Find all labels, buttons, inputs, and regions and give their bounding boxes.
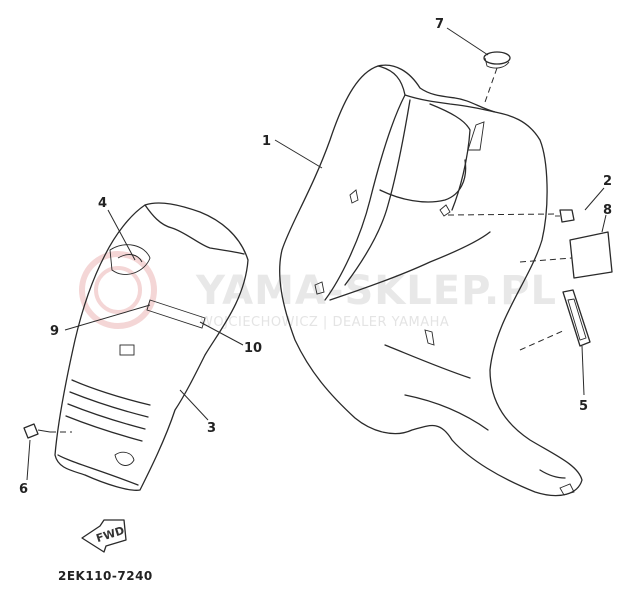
leader-lines: [26, 27, 607, 481]
callout-9: 9: [50, 324, 59, 339]
screw-part: [555, 209, 575, 223]
label-plate-part: [569, 231, 613, 279]
bracket-part: [562, 289, 591, 347]
watermark-main-text: YAMA-SKLEP.PL: [195, 268, 557, 314]
fwd-arrow: FWD: [81, 519, 127, 553]
watermark: YAMA-SKLEP.PL WOJCIECHOWICZ | DEALER YAM…: [79, 251, 557, 330]
callout-3: 3: [207, 421, 216, 436]
callout-7: 7: [435, 17, 444, 32]
leg-shield-part: [279, 64, 583, 497]
watermark-logo: [79, 251, 157, 329]
callout-1: 1: [262, 134, 271, 149]
callouts: 1 7 2 8 5 4 9 10 3 6: [19, 17, 612, 497]
callout-8: 8: [603, 203, 612, 218]
bolt-part: [23, 423, 51, 439]
grommet-part: [483, 51, 511, 69]
front-cover-part: [54, 202, 249, 491]
diagram-code: 2EK110-7240: [58, 569, 153, 583]
callout-6: 6: [19, 482, 28, 497]
callout-4: 4: [98, 196, 107, 211]
callout-2: 2: [603, 174, 612, 189]
callout-10: 10: [244, 341, 262, 356]
assembly-lines: [50, 67, 573, 433]
watermark-sub-text: WOJCIECHOWICZ | DEALER YAMAHA: [200, 315, 449, 330]
callout-5: 5: [579, 399, 588, 414]
